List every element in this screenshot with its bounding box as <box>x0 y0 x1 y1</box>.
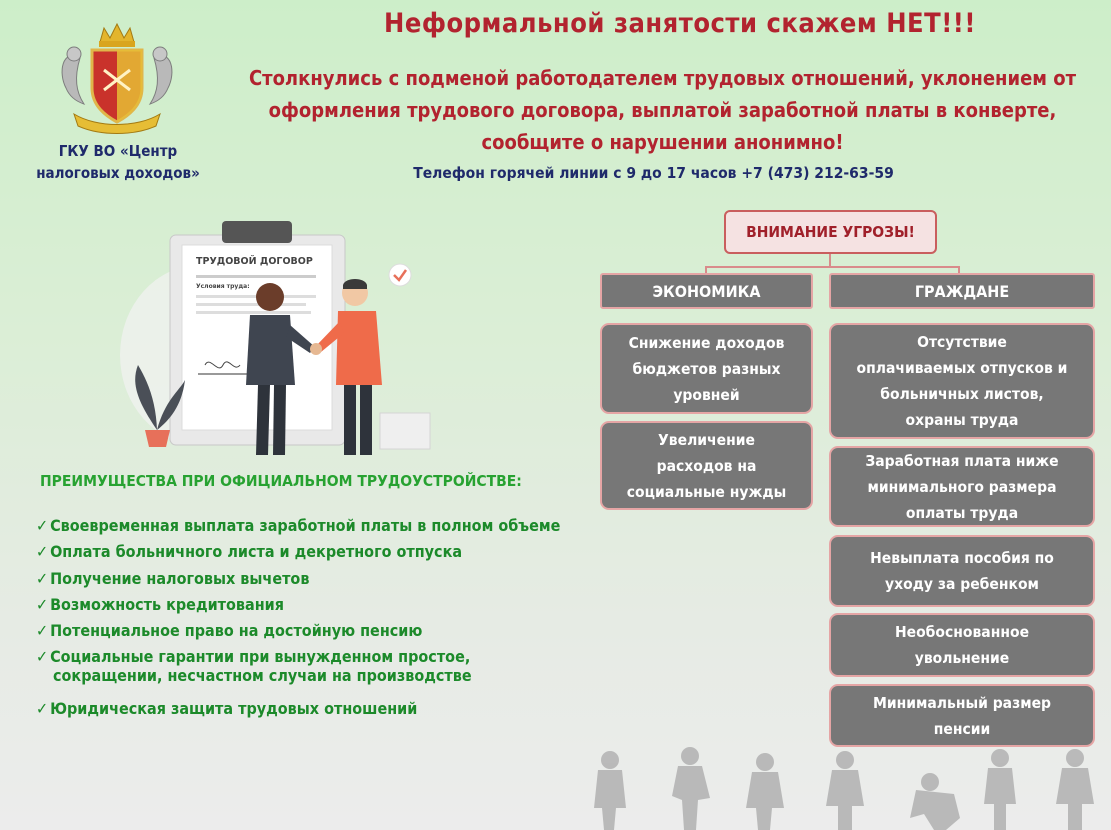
subheadline-line: оформления трудового договора, выплатой … <box>268 98 1057 122</box>
check-icon: ✓ <box>36 542 49 562</box>
check-icon: ✓ <box>36 647 49 667</box>
citizens-threat-box: Невыплата пособия по уходу за ребенком <box>829 535 1095 607</box>
coat-of-arms-emblem <box>61 22 173 134</box>
citizens-threat-box: Заработная плата ниже минимального разме… <box>829 446 1095 527</box>
benefits-title: ПРЕИМУЩЕСТВА ПРИ ОФИЦИАЛЬНОМ ТРУДОУСТРОЙ… <box>40 472 522 490</box>
list-item: ✓Потенциальное право на достойную пенсию <box>36 621 423 641</box>
check-icon: ✓ <box>36 699 49 719</box>
economy-threat-box: Увеличение расходов на социальные нужды <box>600 421 813 510</box>
list-item: ✓Возможность кредитования <box>36 594 284 614</box>
list-item: ✓Социальные гарантии при вынужденном про… <box>36 647 472 686</box>
check-icon: ✓ <box>36 516 49 535</box>
connector-line <box>958 266 960 274</box>
connector-line <box>829 254 831 268</box>
citizens-header: ГРАЖДАНЕ <box>829 273 1095 309</box>
economy-threat-box: Снижение доходов бюджетов разных уровней <box>600 323 813 414</box>
check-icon: ✓ <box>36 621 49 641</box>
organization-name: ГКУ ВО «Центр налоговых доходов» <box>18 140 218 184</box>
list-item: ✓Юридическая защита трудовых отношений <box>36 699 418 719</box>
contract-handshake-illustration: ТРУДОВОЙ ДОГОВОР Условия труда: <box>120 221 431 455</box>
page-subheadline: Столкнулись с подменой работодателем тру… <box>210 62 1111 158</box>
citizens-threat-box: Необоснованное увольнение <box>829 613 1095 677</box>
threats-title: ВНИМАНИЕ УГРОЗЫ! <box>724 210 937 254</box>
check-icon: ✓ <box>36 594 49 614</box>
connector-line <box>705 266 707 274</box>
subheadline-line: Столкнулись с подменой работодателем тру… <box>248 66 1077 90</box>
organization-line: налоговых доходов» <box>36 164 200 182</box>
citizens-threat-box: Отсутствие оплачиваемых отпусков и больн… <box>829 323 1095 439</box>
list-item: ✓Своевременная выплата заработной платы … <box>36 516 561 535</box>
hotline-text: Телефон горячей линии с 9 до 17 часов +7… <box>413 164 894 182</box>
contract-title: ТРУДОВОЙ ДОГОВОР <box>196 255 313 267</box>
organization-line: ГКУ ВО «Центр <box>58 142 178 160</box>
worker-silhouettes-decoration <box>594 747 1094 830</box>
contract-field-label: Условия труда: <box>196 283 250 290</box>
list-item: ✓Получение налоговых вычетов <box>36 568 310 588</box>
page-headline: Неформальной занятости скажем НЕТ!!! <box>384 8 976 39</box>
connector-line <box>705 266 960 268</box>
benefits-list: ✓Своевременная выплата заработной платы … <box>36 516 560 726</box>
citizens-threat-box: Минимальный размер пенсии <box>829 684 1095 747</box>
check-icon: ✓ <box>36 568 49 588</box>
economy-header: ЭКОНОМИКА <box>600 273 813 309</box>
list-item: ✓Оплата больничного листа и декретного о… <box>36 542 463 562</box>
subheadline-line: сообщите о нарушении анонимно! <box>481 130 844 154</box>
